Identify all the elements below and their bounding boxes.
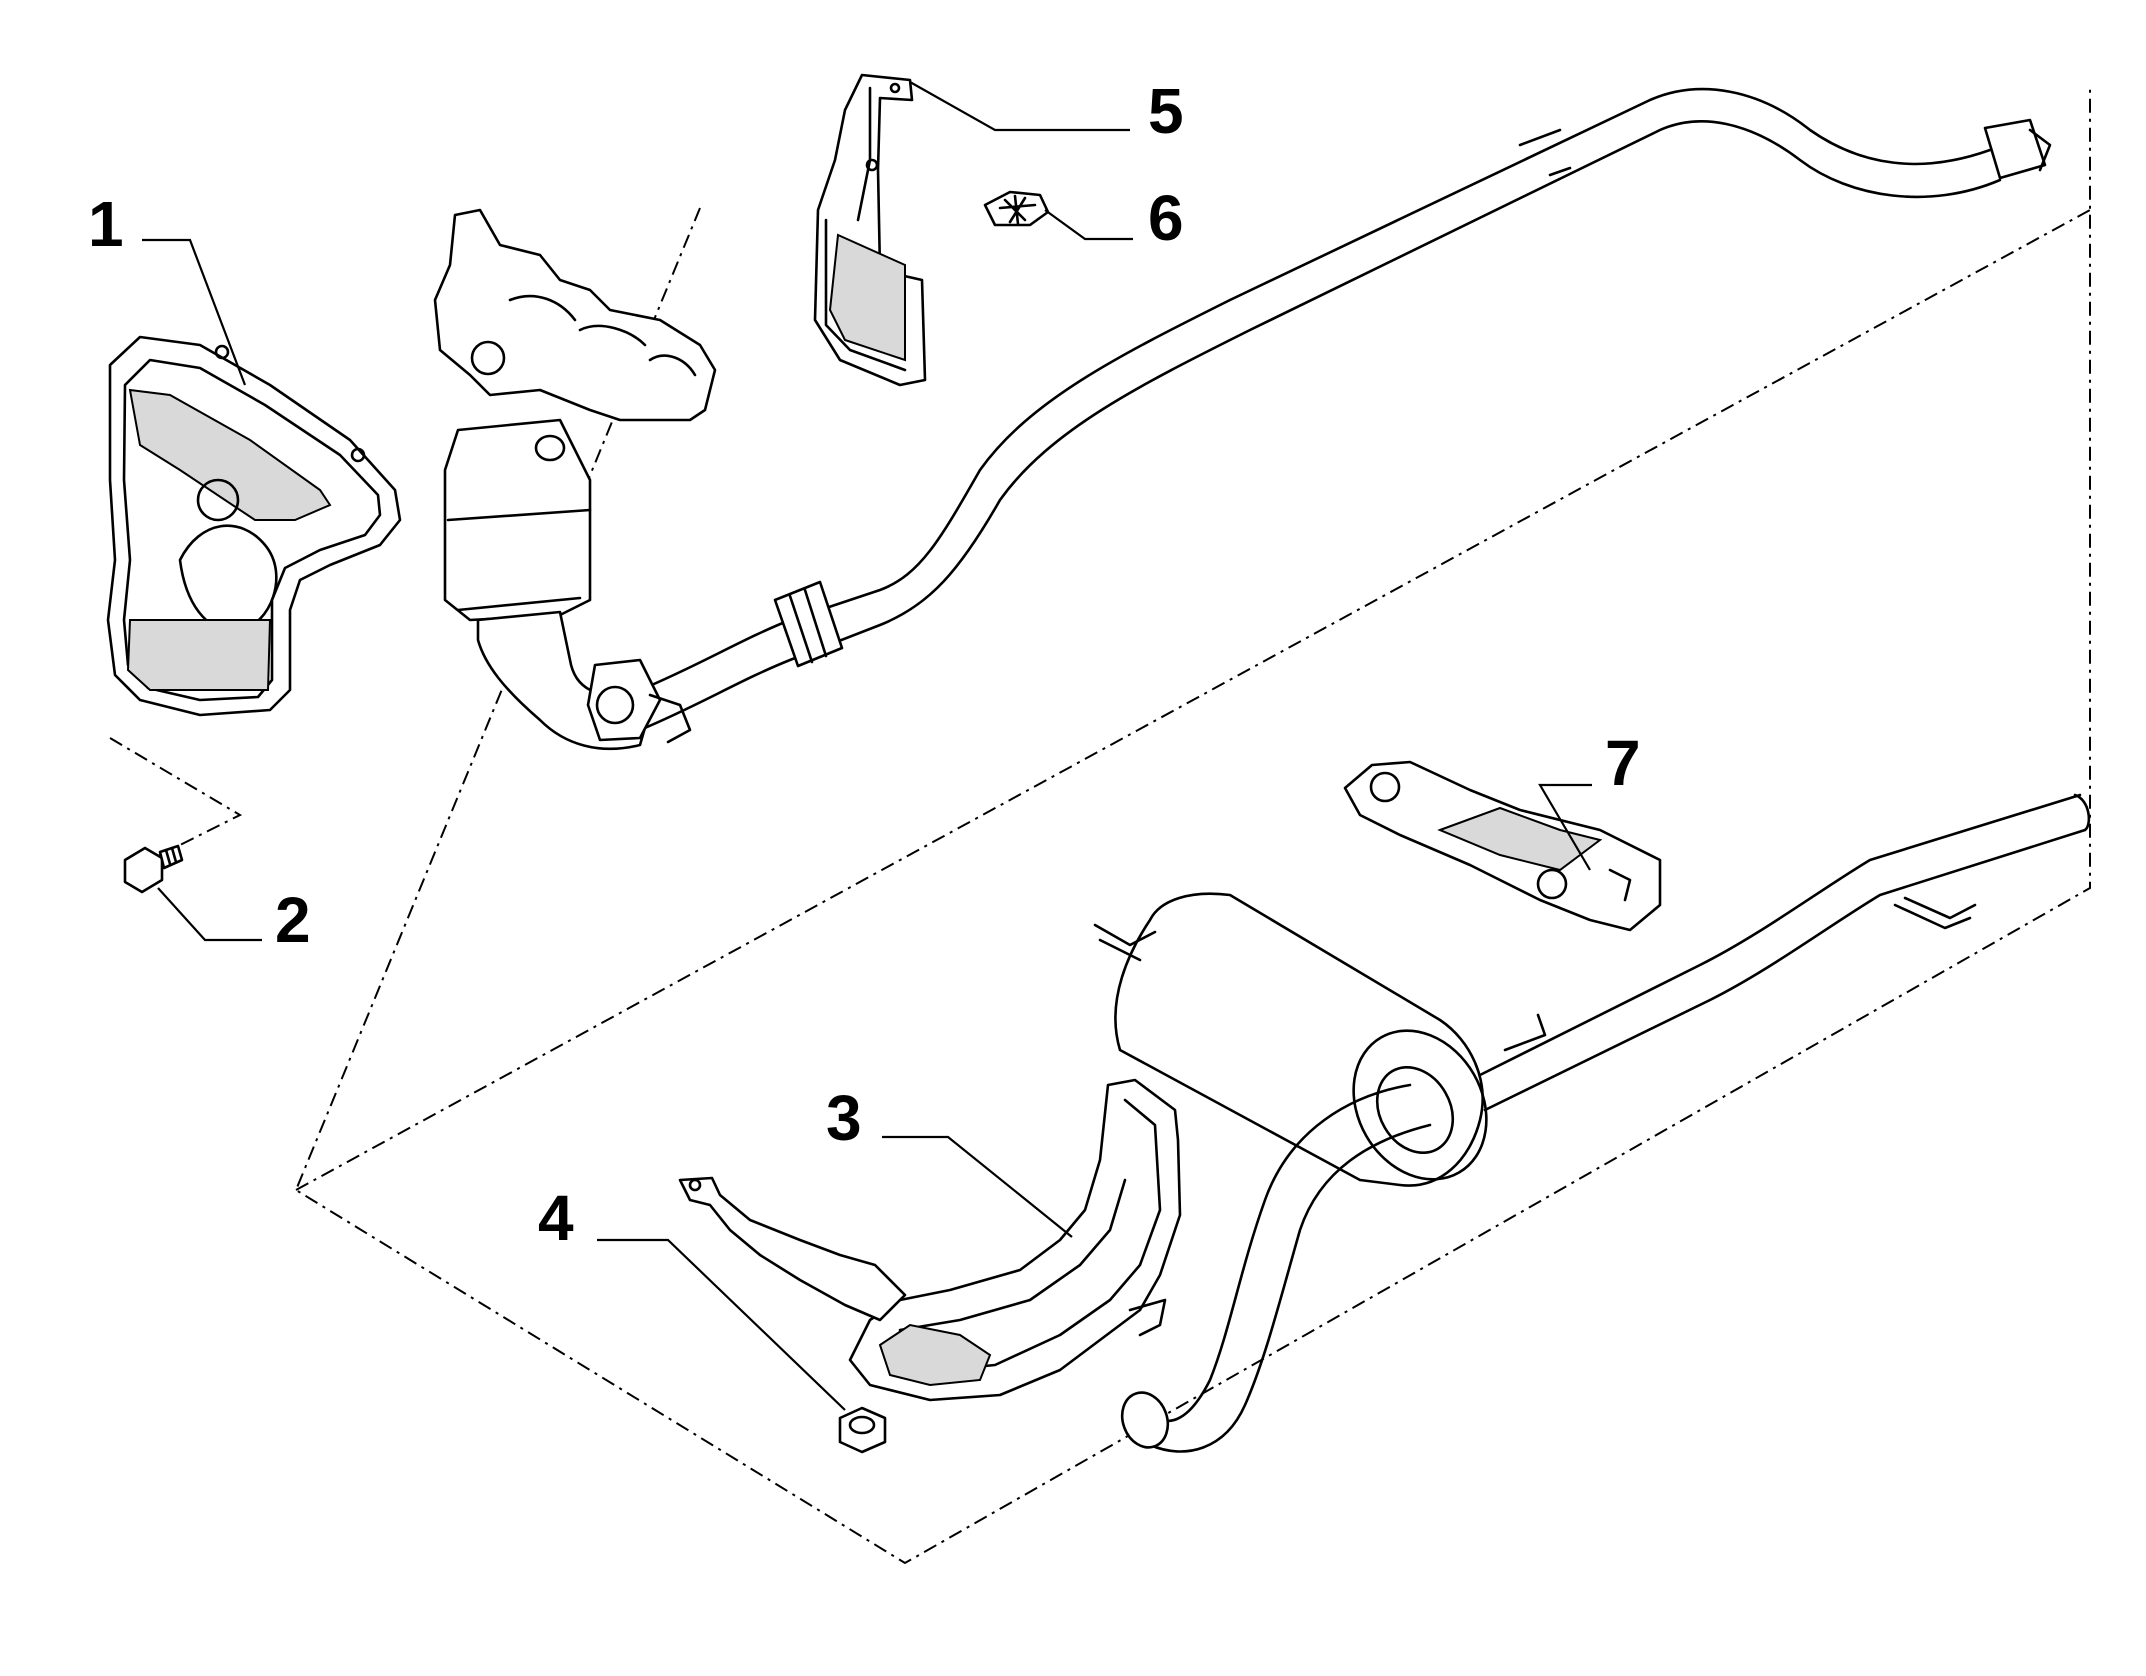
callout-4: 4 bbox=[538, 1182, 574, 1254]
callout-1: 1 bbox=[88, 188, 124, 260]
front-exhaust-pipe bbox=[638, 87, 2052, 732]
part-6-clip bbox=[983, 190, 1050, 227]
part-5-heat-shield-bracket bbox=[813, 73, 927, 387]
exhaust-manifold-catalyst bbox=[433, 208, 717, 751]
callout-5: 5 bbox=[1148, 75, 1184, 147]
leader-6 bbox=[1044, 209, 1133, 241]
part-4-nut bbox=[838, 1406, 887, 1454]
callout-3: 3 bbox=[826, 1082, 862, 1154]
part-1-manifold-heat-shield bbox=[106, 335, 402, 717]
group-boundary-dashed-diagonal bbox=[295, 209, 2091, 1191]
leader-7 bbox=[1538, 783, 1592, 871]
part-3-underbody-heat-shield bbox=[678, 1078, 1182, 1402]
part-7-rear-heat-shield bbox=[1343, 760, 1662, 932]
rear-muffler-assembly bbox=[1093, 793, 2091, 1453]
group-boundary-dashed-main bbox=[294, 86, 2091, 1565]
callout-labels: 1 2 3 4 5 6 7 bbox=[88, 75, 1641, 1254]
part-2-bolt bbox=[123, 844, 184, 894]
callout-2: 2 bbox=[275, 884, 311, 956]
leader-lines bbox=[142, 81, 1592, 1411]
leader-5 bbox=[909, 81, 1130, 132]
leader-2 bbox=[157, 887, 262, 942]
callout-6: 6 bbox=[1148, 182, 1184, 254]
leader-3 bbox=[882, 1135, 1073, 1238]
leader-1 bbox=[142, 238, 247, 386]
callout-7: 7 bbox=[1605, 727, 1641, 799]
leader-4 bbox=[597, 1238, 846, 1411]
